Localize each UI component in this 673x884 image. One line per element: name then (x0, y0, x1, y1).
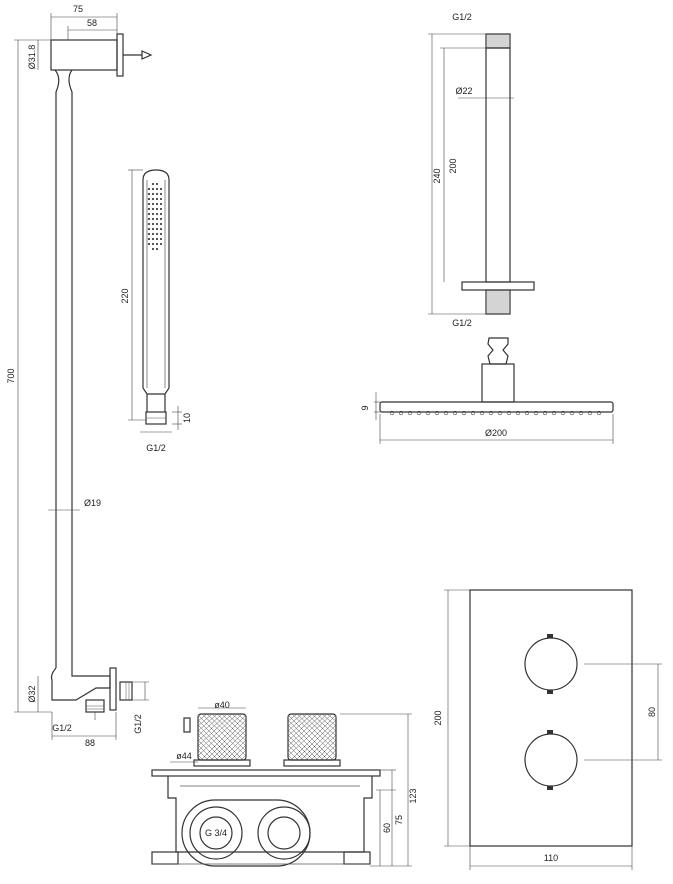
dim-valve-plate-width: 110 (544, 853, 558, 863)
dim-rail-bottom-dia: Ø32 (27, 685, 37, 702)
head-connector (481, 363, 515, 403)
dim-valve-body-depth: 60 (382, 823, 392, 833)
arm-pipe (485, 47, 511, 283)
dim-arm-bottom-thread: G1/2 (452, 318, 472, 328)
dim-handshower-thread: G1/2 (146, 443, 166, 453)
dim-rail-outlet-thread: G1/2 (52, 723, 72, 733)
rail-tube (54, 69, 60, 668)
hand-shower: 220 10 G1/2 (120, 169, 192, 453)
valve-cover-plate (151, 769, 381, 777)
dim-rail-height: 700 (6, 368, 16, 383)
dim-arm-pipe-dia: Ø22 (455, 86, 472, 96)
rail-bottom-wallplate (109, 667, 117, 711)
valve-front-plate (469, 589, 633, 847)
shower-arm: G1/2 Ø22 200 240 G1/2 (428, 12, 535, 328)
dim-rail-top-dia: Ø31.8 (27, 45, 37, 70)
valve-inlet-housing (181, 799, 311, 867)
dim-rail-outlet-width: 88 (85, 738, 95, 748)
dim-valve-inlet-thread: G 3/4 (205, 828, 227, 838)
dim-rail-width-total: 75 (73, 4, 83, 14)
dim-valve-depth-total: 123 (408, 788, 418, 803)
dim-rail-width-inner: 58 (87, 18, 97, 28)
rail-top-bracket (50, 39, 118, 71)
dim-valve-escutcheon-dia: ø44 (176, 751, 192, 761)
dim-valve-knob-spacing: 80 (647, 707, 657, 717)
valve-front-view: 200 80 110 (433, 589, 662, 870)
dim-arm-top-thread: G1/2 (452, 12, 472, 22)
handshower-body (142, 169, 170, 395)
arm-flange (461, 281, 535, 291)
dim-rail-side-thread: G1/2 (133, 714, 143, 734)
handshower-spray-holes (147, 182, 163, 251)
dim-head-dia: Ø200 (485, 428, 507, 438)
dim-valve-plate-height: 200 (433, 710, 443, 725)
dim-valve-knob-dia: ø40 (214, 700, 230, 710)
dim-handshower-length: 220 (120, 288, 130, 303)
head-ball-joint (487, 337, 509, 365)
rail-top-wallplate (116, 33, 124, 77)
valve-body (167, 776, 373, 853)
valve-front-knob-top (524, 637, 578, 691)
dim-rail-tube-dia: Ø19 (84, 498, 101, 508)
valve-front-knob-bottom (524, 733, 578, 787)
head-plate (379, 401, 614, 413)
shower-head: 9 Ø200 (360, 337, 614, 444)
dim-arm-length: 200 (448, 158, 458, 173)
shower-rail: 75 58 Ø31.8 700 Ø19 Ø32 G1/2 88 G1/2 (6, 4, 153, 748)
valve-side-view: ø40 ø44 G 3/4 60 75 123 (151, 700, 418, 867)
head-nozzles (389, 410, 602, 416)
valve-inlet-right (267, 816, 301, 850)
dim-valve-depth-mid: 75 (394, 815, 404, 825)
dim-handshower-end: 10 (182, 413, 192, 423)
dim-arm-total: 240 (432, 168, 442, 183)
valve-inlet-left (199, 816, 233, 850)
dim-head-thickness: 9 (360, 405, 370, 410)
